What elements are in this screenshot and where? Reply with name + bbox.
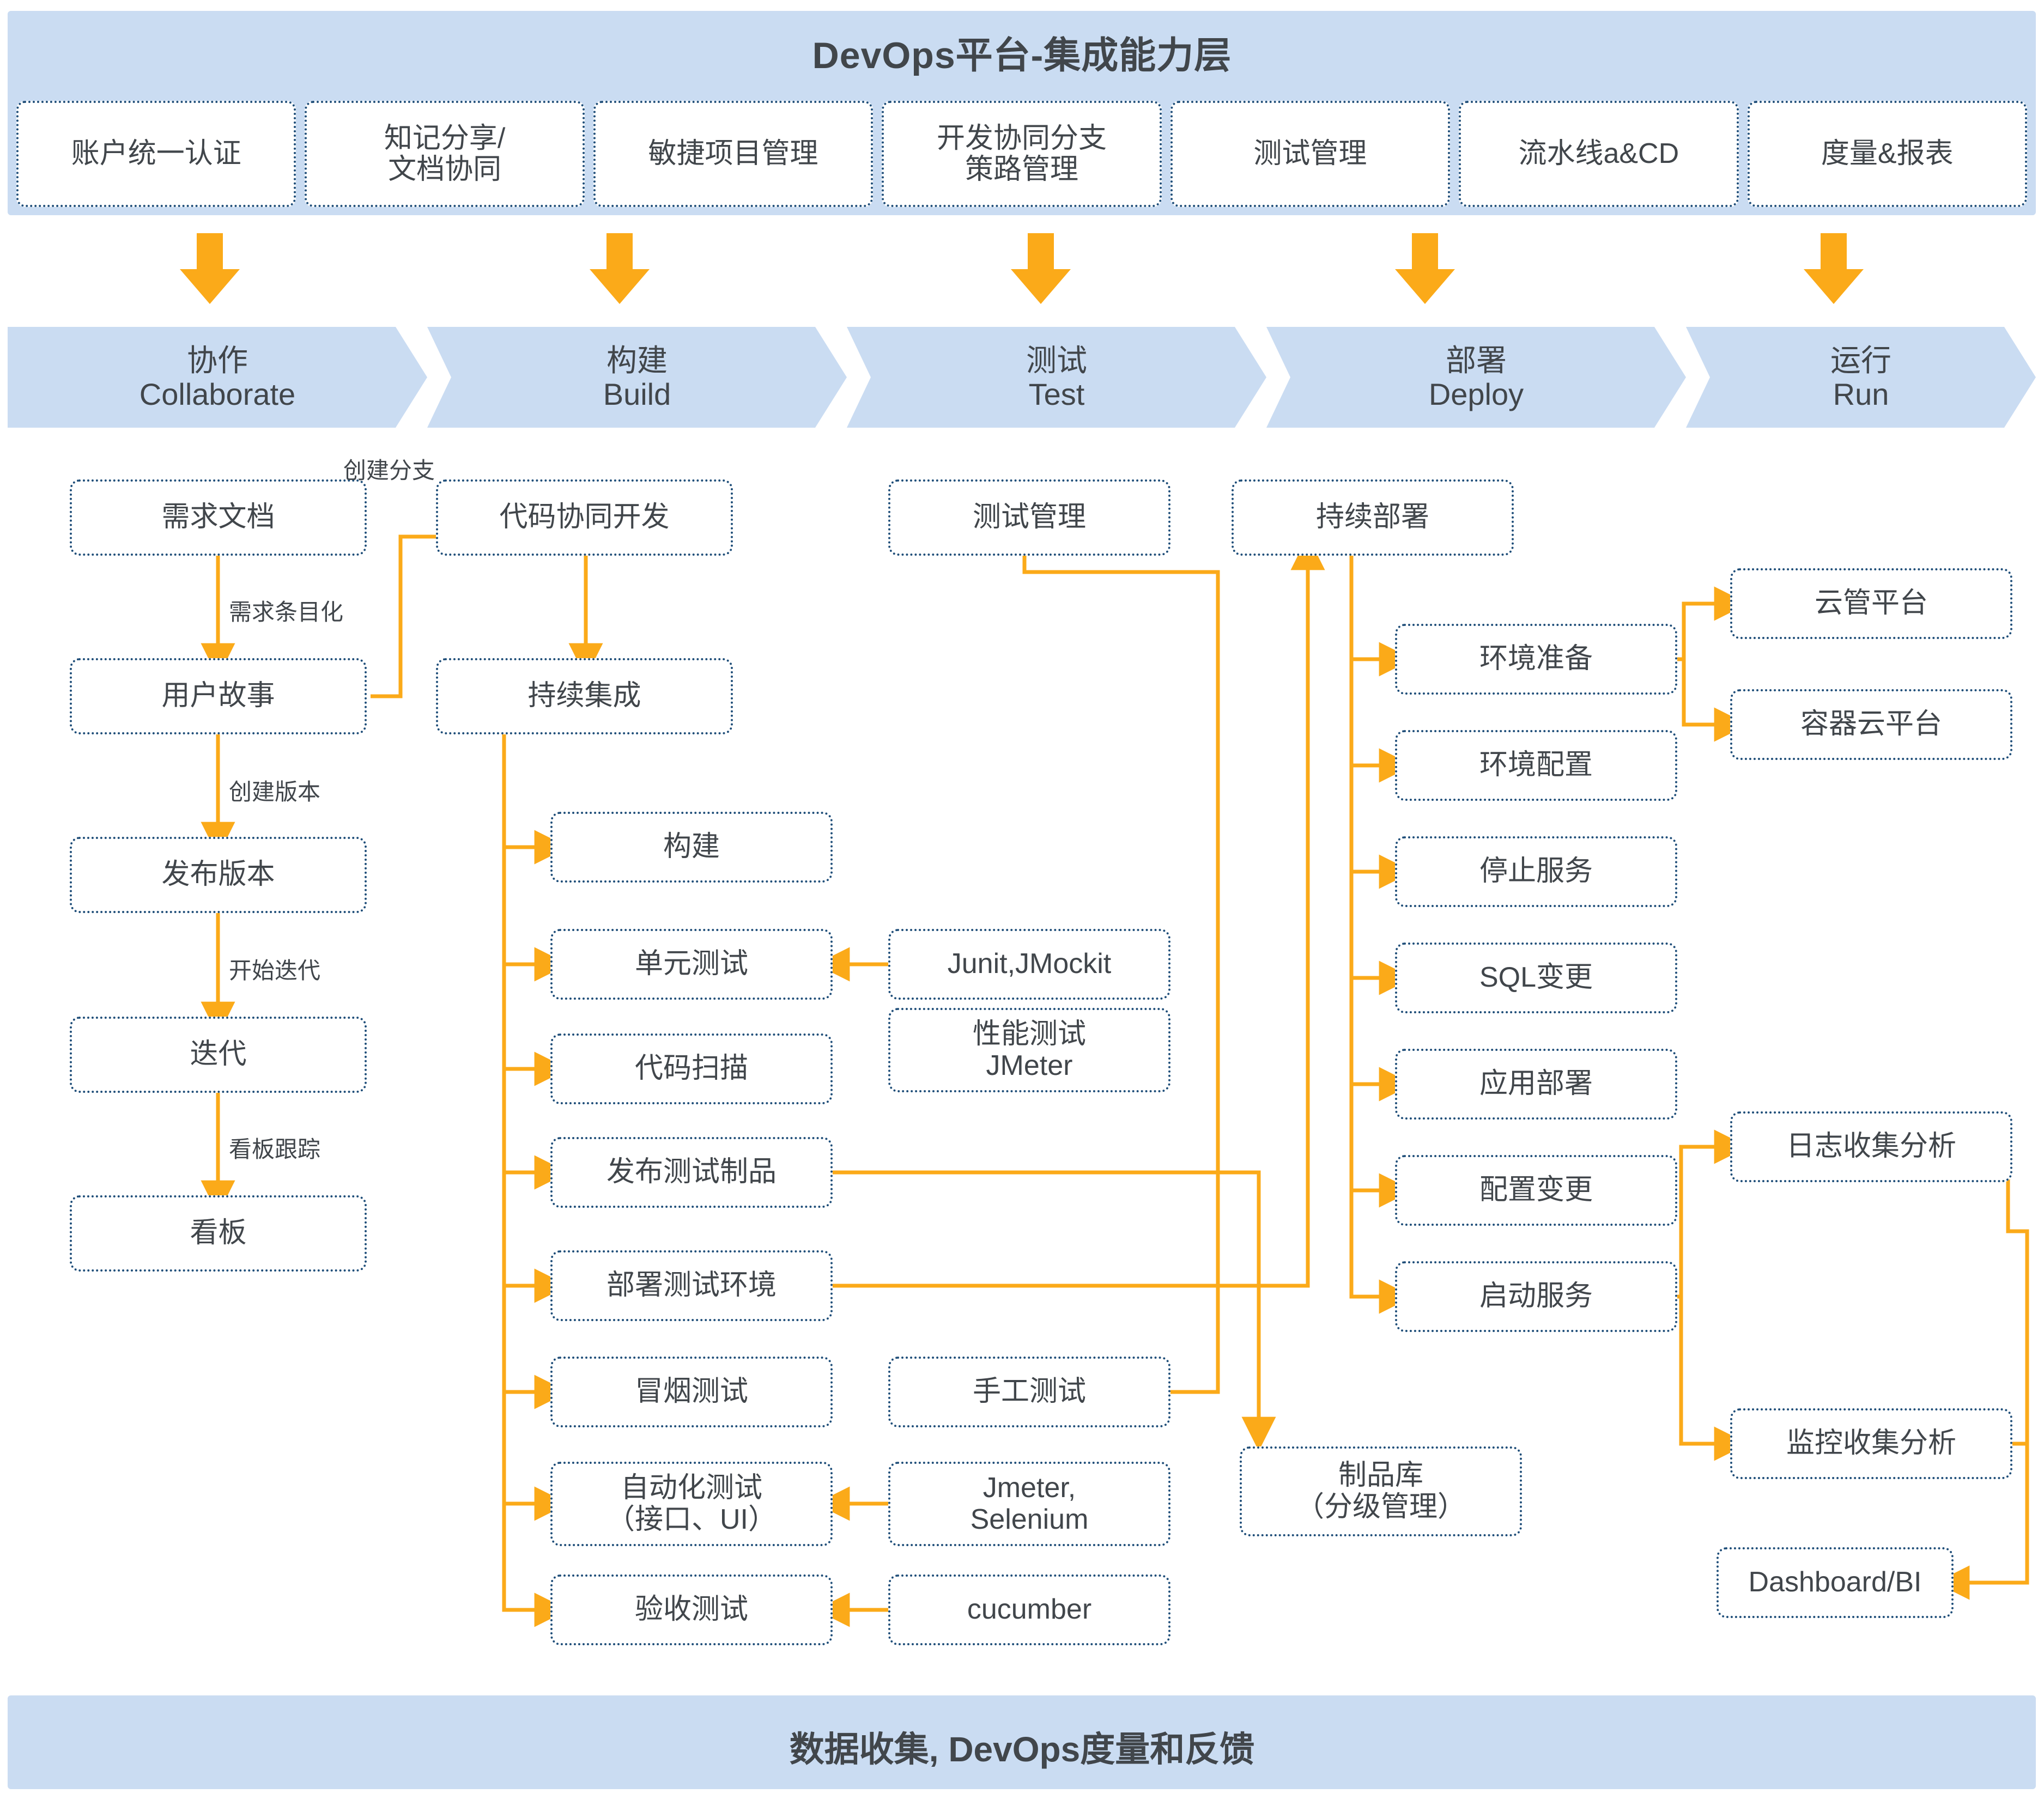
arrow-shaft	[606, 233, 633, 272]
stage-label-cn: 协作	[187, 343, 248, 378]
footer-title: 数据收集, DevOps度量和反馈	[789, 1730, 1255, 1769]
arrow-shaft	[1028, 233, 1054, 272]
node-ci-automation-test[interactable]: 自动化测试 （接口、UI）	[550, 1462, 833, 1546]
node-requirement-doc[interactable]: 需求文档	[70, 479, 367, 556]
stage-chevron-deploy[interactable]: 部署 Deploy	[1266, 327, 1686, 428]
node-cloud-mgmt-platform[interactable]: 云管平台	[1730, 568, 2012, 639]
node-ci-publish-artifact[interactable]: 发布测试制品	[550, 1137, 833, 1208]
node-ci-unit-test[interactable]: 单元测试	[550, 929, 833, 1000]
node-deploy-config-change[interactable]: 配置变更	[1395, 1155, 1677, 1226]
node-user-story[interactable]: 用户故事	[70, 658, 367, 734]
stage-chevron-build[interactable]: 构建 Build	[427, 327, 847, 428]
node-kanban[interactable]: 看板	[70, 1195, 367, 1272]
capability-chip-agile-project[interactable]: 敏捷项目管理	[593, 101, 874, 207]
down-arrow-icon-build	[590, 233, 650, 304]
edge-label-kanban-tracking: 看板跟踪	[229, 1136, 321, 1162]
stage-label-en: Collaborate	[139, 376, 296, 411]
stage-chevron-test[interactable]: 测试 Test	[847, 327, 1266, 428]
down-arrow-icon-test	[1011, 233, 1071, 304]
node-continuous-deployment[interactable]: 持续部署	[1232, 479, 1514, 556]
node-deploy-app-deploy[interactable]: 应用部署	[1395, 1049, 1677, 1120]
arrow-head	[180, 269, 240, 304]
arrow-shaft	[197, 233, 223, 272]
node-artifact-repository[interactable]: 制品库 （分级管理）	[1240, 1446, 1522, 1536]
capability-chip-pipeline-cd[interactable]: 流水线a&CD	[1459, 101, 1739, 207]
node-continuous-integration[interactable]: 持续集成	[436, 658, 733, 734]
node-dashboard-bi[interactable]: Dashboard/BI	[1717, 1547, 1954, 1618]
node-monitor-collection-analysis[interactable]: 监控收集分析	[1730, 1408, 2012, 1479]
node-release-version[interactable]: 发布版本	[70, 837, 367, 913]
node-tool-junit-jmockit[interactable]: Junit,JMockit	[888, 929, 1170, 1000]
node-deploy-sql-change[interactable]: SQL变更	[1395, 943, 1677, 1013]
arrow-head	[1804, 269, 1864, 304]
edge-label-create-branch: 创建分支	[343, 458, 435, 483]
node-tool-cucumber[interactable]: cucumber	[888, 1574, 1170, 1645]
stage-label-en: Test	[1028, 376, 1085, 411]
edge-label-requirement-itemize: 需求条目化	[229, 599, 344, 625]
down-arrow-icon-collaborate	[180, 233, 240, 304]
edge-label-start-iteration: 开始迭代	[229, 958, 321, 983]
edge-label-create-version: 创建版本	[229, 779, 321, 805]
arrow-shaft	[1412, 233, 1438, 272]
arrow-shaft	[1821, 233, 1847, 272]
node-ci-deploy-test-env[interactable]: 部署测试环境	[550, 1250, 833, 1321]
node-tool-manual-test[interactable]: 手工测试	[888, 1357, 1170, 1427]
node-ci-code-scan[interactable]: 代码扫描	[550, 1033, 833, 1104]
node-container-cloud-platform[interactable]: 容器云平台	[1730, 689, 2012, 760]
page-title: DevOps平台-集成能力层	[812, 35, 1232, 76]
capability-chip-test-management[interactable]: 测试管理	[1170, 101, 1451, 207]
node-deploy-env-config[interactable]: 环境配置	[1395, 730, 1677, 801]
capability-chip-knowledge-share[interactable]: 知记分享/ 文档协同	[305, 101, 585, 207]
node-tool-jmeter-selenium[interactable]: Jmeter, Selenium	[888, 1462, 1170, 1546]
node-deploy-start-service[interactable]: 启动服务	[1395, 1261, 1677, 1332]
capability-chip-row: 账户统一认证 知记分享/ 文档协同 敏捷项目管理 开发协同分支 策路管理 测试管…	[16, 101, 2027, 207]
capability-chip-account-auth[interactable]: 账户统一认证	[16, 101, 296, 207]
stage-chevron-collaborate[interactable]: 协作 Collaborate	[8, 327, 427, 428]
arrow-head	[1395, 269, 1455, 304]
capability-chip-metrics-report[interactable]: 度量&报表	[1747, 101, 2027, 207]
stage-label-cn: 构建	[606, 343, 668, 378]
down-arrow-icon-deploy	[1395, 233, 1455, 304]
stage-label-en: Build	[603, 376, 671, 411]
arrow-head	[590, 269, 650, 304]
stage-label-cn: 测试	[1026, 343, 1087, 378]
node-tool-jmeter-perf[interactable]: 性能测试 JMeter	[888, 1008, 1170, 1092]
node-deploy-stop-service[interactable]: 停止服务	[1395, 836, 1677, 907]
metrics-feedback-band	[8, 1695, 2036, 1789]
stage-chevron-run[interactable]: 运行 Run	[1686, 327, 2036, 428]
stage-label-en: Deploy	[1428, 376, 1524, 411]
node-ci-acceptance-test[interactable]: 验收测试	[550, 1574, 833, 1645]
arrow-head	[1011, 269, 1071, 304]
node-test-management[interactable]: 测试管理	[888, 479, 1170, 556]
node-iteration[interactable]: 迭代	[70, 1017, 367, 1093]
node-deploy-env-prepare[interactable]: 环境准备	[1395, 624, 1677, 695]
capability-chip-branch-strategy[interactable]: 开发协同分支 策路管理	[882, 101, 1162, 207]
node-log-collection-analysis[interactable]: 日志收集分析	[1730, 1111, 2012, 1182]
stage-label-en: Run	[1833, 376, 1889, 411]
stage-label-cn: 运行	[1830, 343, 1891, 378]
node-ci-build[interactable]: 构建	[550, 812, 833, 883]
node-code-collaboration[interactable]: 代码协同开发	[436, 479, 733, 556]
node-ci-smoke-test[interactable]: 冒烟测试	[550, 1357, 833, 1427]
down-arrow-icon-run	[1804, 233, 1864, 304]
stage-label-cn: 部署	[1446, 343, 1507, 378]
